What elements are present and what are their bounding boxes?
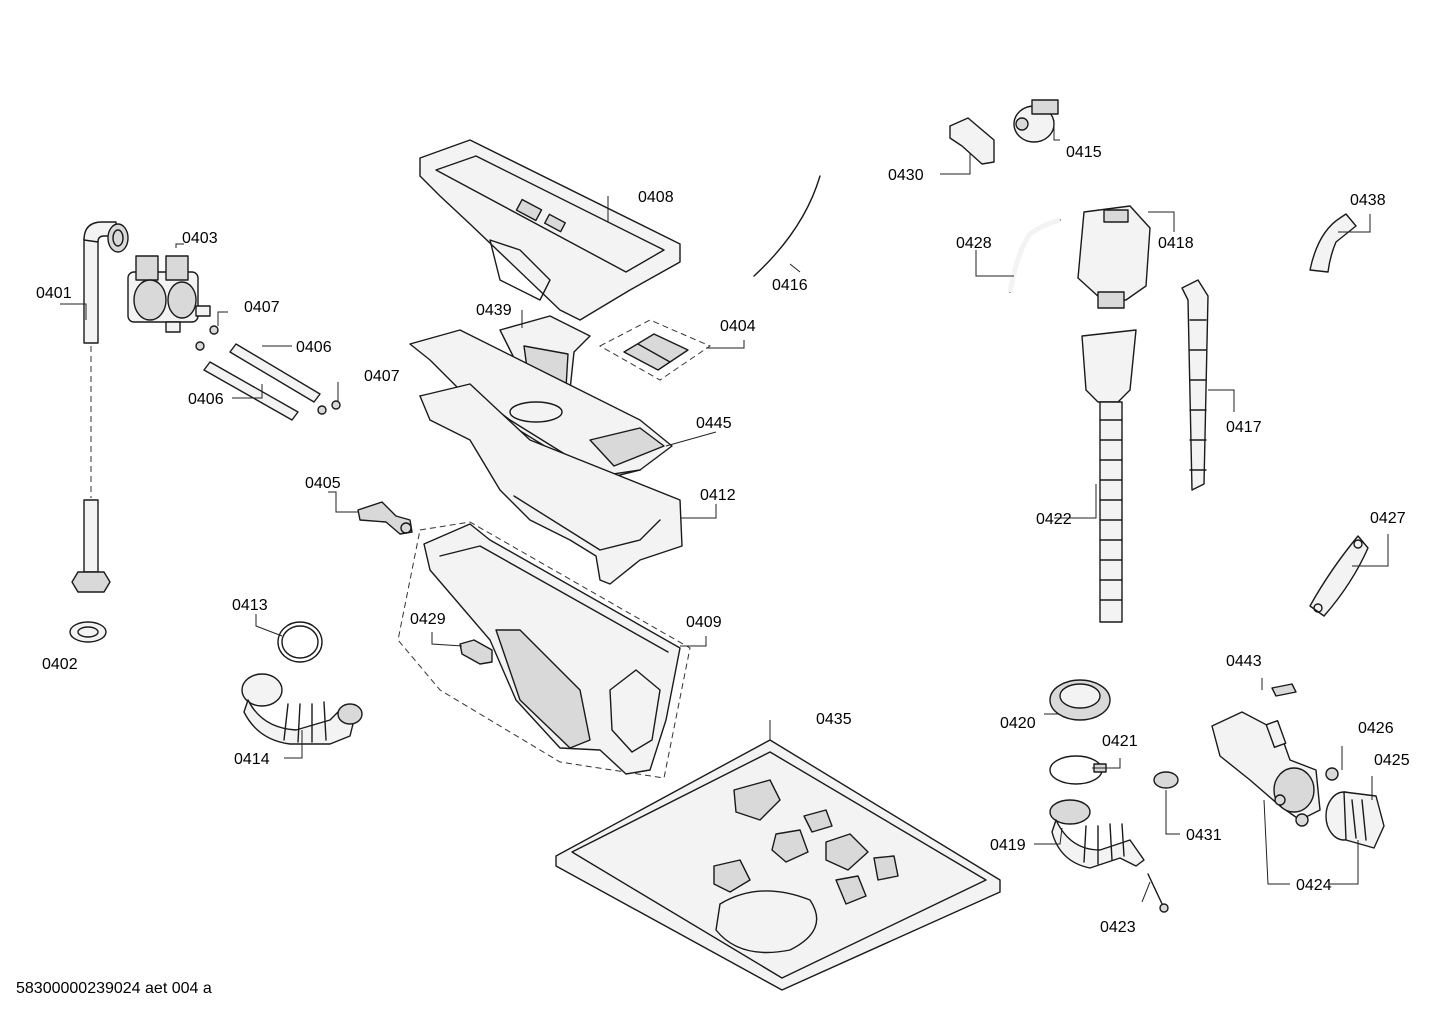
part-0424-drain-pump: [1211, 711, 1321, 827]
part-0413-seal-ring: [277, 621, 323, 663]
part-0423-screw: [1147, 873, 1169, 913]
part-0405-sensor: [357, 501, 413, 535]
label-0416: 0416: [772, 277, 808, 294]
part-0421-hose-clamp: [1049, 755, 1107, 785]
label-0428: 0428: [956, 235, 992, 252]
part-0431-clamp: [1153, 771, 1179, 789]
label-0401: 0401: [36, 285, 72, 302]
part-0429-nozzle: [459, 639, 493, 665]
part-0409-dispenser-tray: [397, 521, 691, 779]
label-0408: 0408: [638, 189, 674, 206]
part-0427-bracket: [1309, 535, 1369, 617]
label-0424: 0424: [1296, 877, 1332, 894]
label-0407-lower: 0407: [364, 368, 400, 385]
label-0403: 0403: [182, 230, 218, 247]
label-0418: 0418: [1158, 235, 1194, 252]
part-labels: 0401 0402 0403 0404 0405 0406 0406 0407 …: [36, 144, 1410, 936]
document-id: 58300000239024 aet 004 a: [16, 980, 212, 997]
part-0417-corrugated-hose: [1181, 279, 1209, 491]
part-0403-inlet-valve: [127, 255, 211, 333]
label-0406-lower: 0406: [188, 391, 224, 408]
label-0438: 0438: [1350, 192, 1386, 209]
part-0443-clip: [1271, 683, 1297, 697]
label-0406-upper: 0406: [296, 339, 332, 356]
part-0412-dispenser-housing: [419, 383, 683, 585]
label-0443: 0443: [1226, 653, 1262, 670]
label-0419: 0419: [990, 837, 1026, 854]
part-0418-air-chamber: [1077, 205, 1151, 309]
part-0435-base-plate: [555, 739, 1001, 991]
label-0404: 0404: [720, 318, 756, 335]
label-0439: 0439: [476, 302, 512, 319]
part-0414-bellows-hose: [241, 673, 363, 745]
label-0445: 0445: [696, 415, 732, 432]
part-0428-hose: [1007, 217, 1061, 293]
part-0402-inlet-end: [69, 499, 111, 643]
label-0420: 0420: [1000, 715, 1036, 732]
label-0402: 0402: [42, 656, 78, 673]
label-0422: 0422: [1036, 511, 1072, 528]
part-0425-pump-filter: [1325, 791, 1385, 849]
label-0427: 0427: [1370, 510, 1406, 527]
part-0445-dispenser-drawer: [409, 329, 673, 481]
label-0409: 0409: [686, 614, 722, 631]
part-0422-chamber-hose: [1081, 329, 1137, 623]
label-0415: 0415: [1066, 144, 1102, 161]
part-0407-clips-upper: [195, 325, 219, 351]
label-0405: 0405: [305, 475, 341, 492]
label-0430: 0430: [888, 167, 924, 184]
label-0413: 0413: [232, 597, 268, 614]
part-0407-clips-lower: [317, 400, 341, 415]
label-0423: 0423: [1100, 919, 1136, 936]
label-0435: 0435: [816, 711, 852, 728]
part-0419-sump-hose: [1049, 799, 1145, 869]
label-0414: 0414: [234, 751, 270, 768]
part-0408-dispenser-top: [419, 139, 681, 321]
part-0415-pressure-switch: [1013, 99, 1059, 143]
label-0407-upper: 0407: [244, 299, 280, 316]
label-0417: 0417: [1226, 419, 1262, 436]
part-0430-bracket: [949, 117, 995, 165]
part-0426-clip: [1325, 767, 1339, 781]
leader-lines: [60, 120, 1389, 903]
part-0401-inlet-elbow: [83, 221, 129, 344]
label-0429: 0429: [410, 611, 446, 628]
label-0421: 0421: [1102, 733, 1138, 750]
label-0412: 0412: [700, 487, 736, 504]
part-0404-filter-mesh: [598, 319, 712, 381]
part-0406-tubes: [203, 343, 321, 421]
label-0425: 0425: [1374, 752, 1410, 769]
part-0420-gasket: [1049, 679, 1111, 721]
label-0431: 0431: [1186, 827, 1222, 844]
label-0426: 0426: [1358, 720, 1394, 737]
part-0438-clip: [1309, 213, 1357, 273]
part-0416-tube: [753, 175, 821, 277]
